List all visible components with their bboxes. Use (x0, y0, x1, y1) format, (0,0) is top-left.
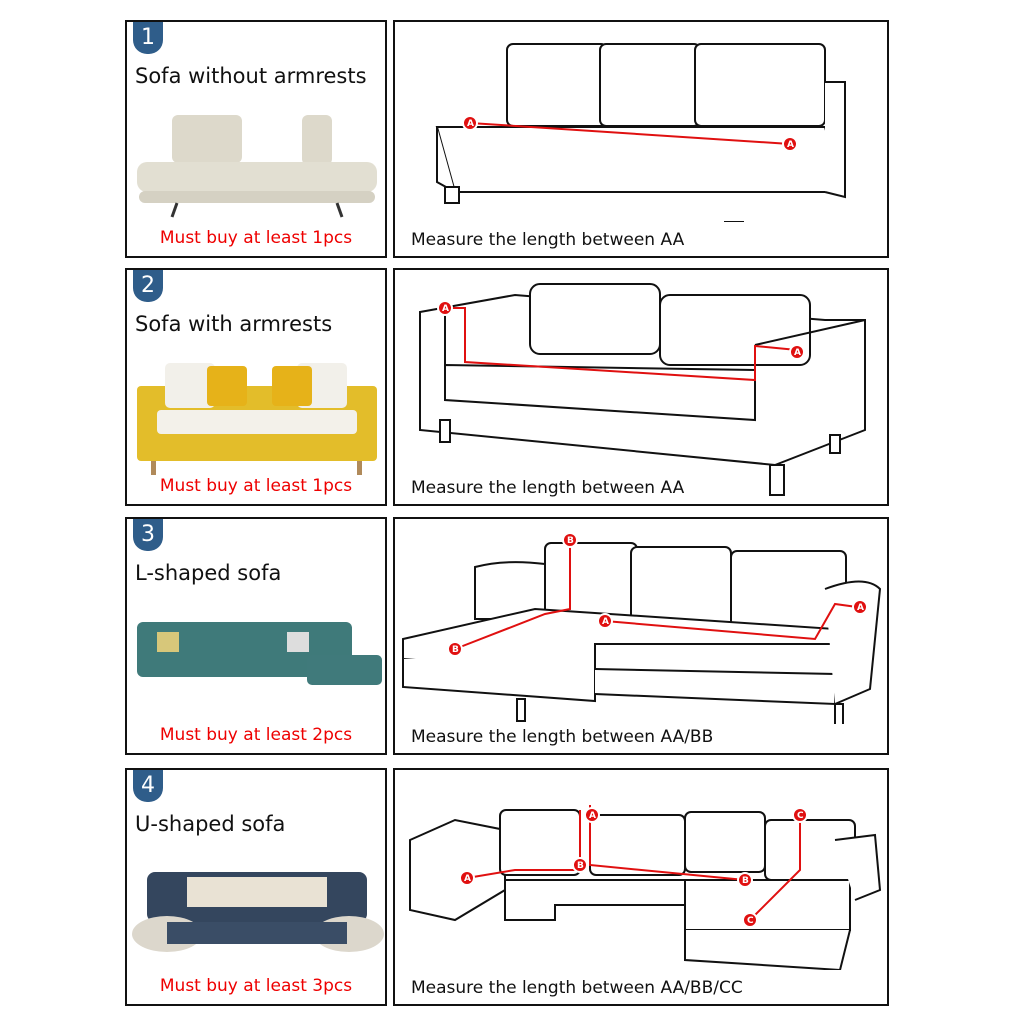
sofa-type-title: L-shaped sofa (135, 561, 282, 585)
panel-3-diagram: A A B B Measure the length between AA/BB (393, 517, 889, 755)
marker-label: B (742, 876, 749, 886)
sofa-type-title: Sofa with armrests (135, 312, 333, 336)
sofa-line-drawing: A A B B (402, 532, 882, 724)
min-quantity-note: Must buy at least 3pcs (159, 976, 353, 996)
marker-label: A (464, 874, 471, 884)
panel-4-photo: 4 U-shaped sofa Must buy at least 3pcs (125, 768, 387, 1006)
sofa-photo (137, 115, 377, 218)
marker-label: B (452, 645, 459, 655)
marker-label: B (577, 861, 584, 871)
min-quantity-note: Must buy at least 1pcs (159, 228, 353, 248)
panel-2-diagram: A A Measure the length between AA (393, 268, 889, 506)
panel-1-photo: 1 Sofa without armrests Must buy at leas… (125, 20, 387, 258)
marker-label: A (589, 811, 596, 821)
sofa-type-title: U-shaped sofa (135, 812, 286, 836)
sofa-photo (137, 622, 382, 685)
panel-1-diagram: A A Measure the length between AA (393, 20, 889, 258)
marker-label: A (602, 617, 609, 627)
step-badge: 2 (133, 270, 163, 302)
marker-label: C (797, 811, 804, 821)
sofa-type-title: Sofa without armrests (135, 64, 367, 88)
measure-instruction: Measure the length between AA (411, 478, 685, 498)
marker-label: A (467, 119, 474, 129)
marker-label: B (567, 536, 574, 546)
sofa-line-drawing: A A B B C C (409, 805, 882, 970)
marker-label: A (794, 348, 801, 358)
marker-label: A (787, 140, 794, 150)
measure-instruction: Measure the length between AA/BB/CC (411, 978, 743, 998)
marker-a (462, 115, 478, 131)
sofa-photo (137, 363, 377, 475)
min-quantity-note: Must buy at least 2pcs (159, 725, 353, 745)
marker-label: A (857, 603, 864, 613)
sofa-line-drawing: A A (419, 283, 866, 496)
marker-label: C (747, 916, 754, 926)
min-quantity-note: Must buy at least 1pcs (159, 476, 353, 496)
measure-instruction: Measure the length between AA (411, 230, 685, 250)
sofa-photo (132, 872, 384, 952)
panel-2-photo: 2 Sofa with armrests Must buy at least 1… (125, 268, 387, 506)
panel-4-diagram: A A B B C C Measure the length between A… (393, 768, 889, 1006)
sofa-line-drawing: A A (435, 43, 846, 222)
step-badge: 4 (133, 770, 163, 802)
measure-instruction: Measure the length between AA/BB (411, 727, 714, 747)
step-badge: 3 (133, 519, 163, 551)
panel-3-photo: 3 L-shaped sofa Must buy at least 2pcs (125, 517, 387, 755)
step-badge: 1 (133, 22, 163, 54)
marker-a (782, 136, 798, 152)
marker-label: A (442, 304, 449, 314)
